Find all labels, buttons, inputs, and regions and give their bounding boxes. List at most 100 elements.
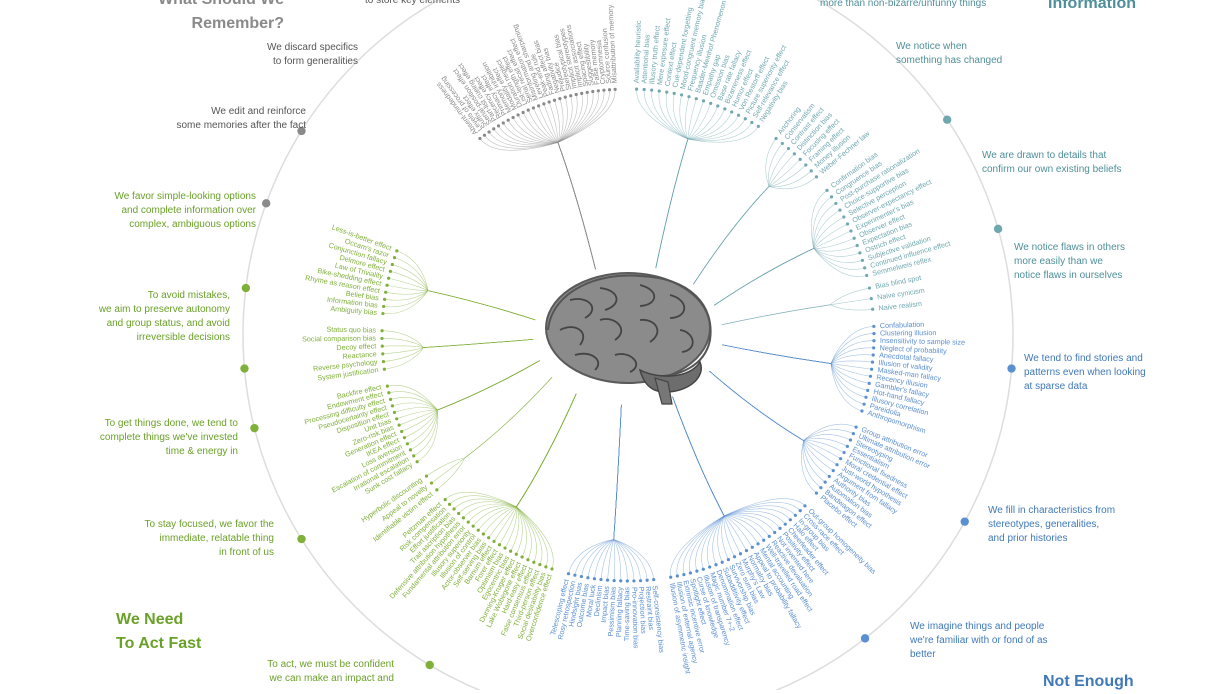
bias-dot bbox=[851, 432, 855, 436]
branch-line bbox=[388, 277, 536, 321]
branch-line bbox=[672, 396, 725, 570]
category-dot bbox=[1007, 364, 1016, 373]
brain-illustration bbox=[545, 272, 712, 405]
category-confident: To act, we must be confident we can make… bbox=[267, 659, 394, 684]
category-dot bbox=[297, 126, 306, 136]
act-need-title: We Need To Act Fast bbox=[116, 611, 202, 652]
branch-line bbox=[722, 344, 865, 405]
category-notice-change: We notice when something has changed bbox=[896, 41, 1003, 66]
branch-line bbox=[394, 360, 540, 413]
branch-line bbox=[722, 344, 872, 370]
bias-dot bbox=[819, 486, 823, 490]
bias-dot bbox=[384, 290, 388, 294]
branch-line bbox=[713, 248, 860, 306]
bias-dot bbox=[716, 104, 720, 108]
branch-line bbox=[655, 126, 759, 269]
bias-dot bbox=[867, 286, 872, 290]
bias-dot bbox=[701, 567, 705, 571]
bias-dot bbox=[750, 545, 754, 549]
bias-dot bbox=[471, 524, 475, 528]
bias-label: Cryptomnesia bbox=[594, 40, 607, 85]
branch-line bbox=[655, 96, 690, 269]
bias-dot bbox=[854, 425, 858, 429]
bias-dot bbox=[708, 565, 712, 569]
bias-dot bbox=[672, 91, 676, 95]
branch-line bbox=[713, 247, 863, 306]
branch-line bbox=[493, 128, 596, 270]
branch-line bbox=[672, 396, 791, 520]
branch-line bbox=[410, 360, 540, 451]
bias-dot bbox=[566, 572, 571, 576]
branch-line bbox=[527, 110, 596, 270]
bias-dot bbox=[701, 99, 706, 103]
bias-dot bbox=[869, 297, 873, 301]
bias-dot bbox=[592, 577, 597, 581]
bias-dot bbox=[388, 269, 392, 273]
category-discard-specifics: We discard specifics to form generalitie… bbox=[267, 42, 358, 67]
branch-line bbox=[672, 396, 741, 554]
bias-dot bbox=[652, 578, 656, 582]
bias-label: Availability heuristic bbox=[632, 20, 643, 83]
bias-dot bbox=[591, 89, 595, 94]
bias-dot bbox=[792, 152, 797, 156]
bias-dot bbox=[675, 574, 679, 578]
branch-line bbox=[384, 338, 534, 370]
branch-line bbox=[449, 393, 577, 508]
bias-dot bbox=[862, 402, 866, 406]
category-dot bbox=[297, 534, 306, 544]
branch-line bbox=[709, 370, 841, 459]
category-bizarre: more than non-bizarre/unfunny things bbox=[820, 0, 987, 9]
branch-line bbox=[713, 203, 837, 306]
bias-dot bbox=[412, 454, 416, 458]
branch-line bbox=[722, 344, 868, 391]
bias-dot bbox=[867, 381, 871, 385]
bias-label: Time-saving bias bbox=[622, 587, 631, 641]
bias-label: Pessimism bias bbox=[606, 586, 618, 637]
branch-line bbox=[382, 338, 534, 348]
branch-line bbox=[709, 370, 830, 477]
bias-dot bbox=[788, 518, 792, 522]
branch-line bbox=[721, 298, 872, 325]
bias-dot bbox=[382, 304, 386, 309]
meaning-need-title: Not Enough bbox=[1043, 673, 1134, 690]
branch-line bbox=[721, 304, 873, 325]
bias-dot bbox=[424, 474, 429, 478]
bias-dot bbox=[798, 157, 802, 161]
branch-line bbox=[384, 290, 536, 321]
bias-label: Naive realism bbox=[878, 299, 922, 313]
branch-line bbox=[709, 370, 854, 441]
bias-label: Restraint bias bbox=[644, 586, 656, 631]
bias-label: Status quo bias bbox=[326, 325, 376, 335]
bias-dot bbox=[395, 249, 399, 253]
bias-label: Pro-innovation bias bbox=[630, 587, 640, 649]
branch-line bbox=[672, 396, 796, 517]
category-fill-characteristics: We fill in characteristics from stereoty… bbox=[988, 505, 1116, 544]
branch-line bbox=[383, 338, 534, 362]
bias-dot bbox=[839, 457, 843, 461]
category-dot bbox=[960, 517, 969, 526]
branch-line bbox=[722, 344, 870, 384]
category-memory-store: to store key elements bbox=[364, 0, 460, 6]
category-dot bbox=[262, 199, 271, 208]
branch-line bbox=[515, 393, 577, 560]
bias-label: Insensitivity to sample size bbox=[880, 336, 965, 347]
bias-dot bbox=[552, 98, 557, 102]
bias-dot bbox=[392, 256, 397, 260]
branch-line bbox=[721, 287, 870, 325]
bias-dot bbox=[858, 251, 862, 255]
bias-dot bbox=[835, 463, 839, 467]
branch-line bbox=[574, 404, 622, 576]
branch-line bbox=[722, 344, 863, 412]
bias-dot bbox=[774, 136, 778, 141]
bias-dot bbox=[382, 297, 387, 301]
bias-dot bbox=[435, 488, 439, 492]
branch-line bbox=[713, 245, 858, 306]
bias-label: Impact bias bbox=[599, 585, 611, 623]
bias-dot bbox=[385, 283, 389, 287]
bias-dot bbox=[605, 578, 610, 582]
bias-dot bbox=[496, 124, 501, 128]
bias-dot bbox=[400, 429, 404, 434]
bias-dot bbox=[579, 574, 583, 579]
bias-dot bbox=[863, 266, 867, 270]
